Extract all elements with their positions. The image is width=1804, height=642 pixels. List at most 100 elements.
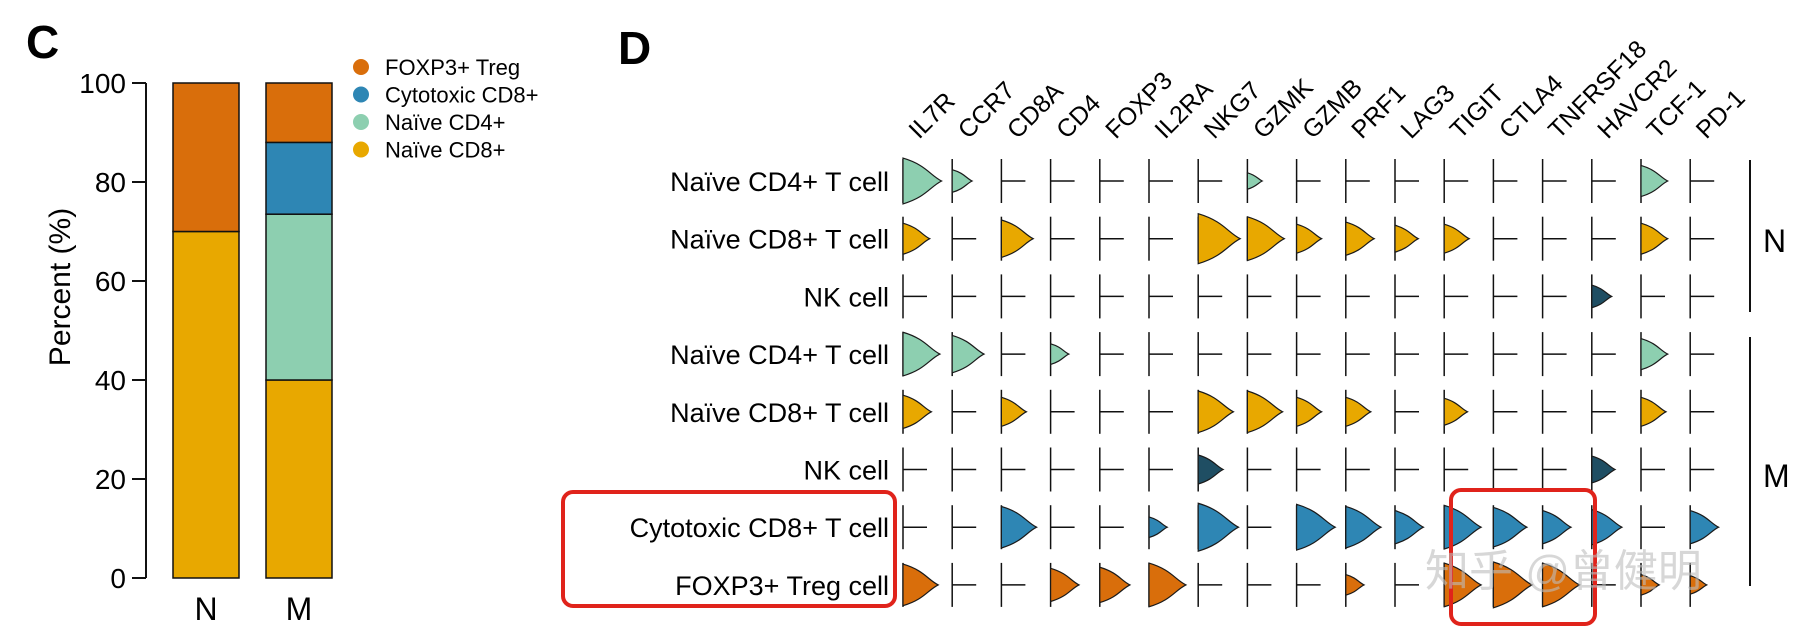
- violin-shape: [1296, 396, 1323, 428]
- watermark: 知乎 @曾健明: [1425, 547, 1702, 596]
- violin-shape: [902, 563, 940, 607]
- group-label: N: [1763, 223, 1786, 259]
- legend-label: Cytotoxic CD8+: [385, 83, 538, 108]
- legend-label: Naïve CD4+: [385, 110, 505, 135]
- violin-shape: [1148, 516, 1169, 539]
- violin-shape: [1640, 164, 1670, 198]
- violin-shape: [1000, 396, 1028, 428]
- cell-type-row: Naïve CD8+ T cell: [670, 389, 1715, 434]
- violin-shape: [1542, 562, 1581, 608]
- y-tick-label: 100: [79, 68, 126, 99]
- violin-shape: [1148, 562, 1188, 608]
- violin-shape: [1640, 573, 1661, 596]
- violin-shape: [1689, 509, 1720, 545]
- cell-type-row: Cytotoxic CD8+ T cell: [630, 502, 1720, 552]
- violin-shape: [1492, 561, 1534, 609]
- violin-shape: [1345, 573, 1366, 596]
- violin-shape: [1591, 455, 1617, 484]
- group-brackets: NM: [1749, 160, 1790, 586]
- violin-shape: [1246, 390, 1284, 434]
- highlight-box-genes: [1449, 488, 1597, 626]
- legend-marker: [353, 141, 369, 158]
- violin-shape: [1246, 172, 1264, 190]
- violin-shape: [1197, 502, 1240, 552]
- bar-group: [172, 82, 333, 579]
- violin-shape: [1443, 223, 1471, 254]
- y-tick-label: 60: [95, 266, 126, 297]
- bar-segment: [265, 379, 333, 579]
- y-tick-label: 20: [95, 464, 126, 495]
- cell-type-row: NK cell: [803, 274, 1715, 319]
- bar-segment: [265, 141, 333, 215]
- violin-shape: [1591, 508, 1624, 546]
- cell-type-row: Naïve CD4+ T cell: [670, 331, 1715, 377]
- violin-shape: [1640, 222, 1670, 256]
- violin-shape: [1394, 509, 1425, 545]
- cell-type-label: Cytotoxic CD8+ T cell: [630, 513, 889, 543]
- y-tick-label: 80: [95, 167, 126, 198]
- cell-type-label: NK cell: [803, 456, 889, 486]
- violin-shape: [902, 394, 933, 430]
- highlight-boxes: [561, 488, 1597, 626]
- violin-shape: [1640, 337, 1670, 371]
- gene-label: IL7R: [903, 87, 960, 144]
- cell-type-label: Naïve CD8+ T cell: [670, 398, 889, 428]
- cell-type-row: FOXP3+ Treg cell: [675, 561, 1709, 609]
- gene-labels: IL7RCCR7CD8ACD4FOXP3IL2RANKG7GZMKGZMBPRF…: [903, 35, 1750, 144]
- legend-marker: [353, 86, 369, 103]
- violin-shape: [1689, 574, 1709, 595]
- bar-segment: [265, 82, 333, 144]
- violin-shape: [1443, 504, 1483, 550]
- panel-label-c: C: [26, 16, 59, 68]
- cell-type-row: Naïve CD8+ T cell: [670, 212, 1715, 265]
- violin-shape: [902, 331, 942, 377]
- cell-type-label: Naïve CD4+ T cell: [670, 340, 889, 370]
- violin-shape: [902, 157, 943, 205]
- violin-shape: [1345, 396, 1373, 428]
- gene-label: TIGIT: [1445, 79, 1510, 144]
- cell-type-label: NK cell: [803, 282, 889, 312]
- violin-shape: [1099, 566, 1132, 604]
- cell-type-label: Naïve CD4+ T cell: [670, 167, 889, 197]
- violin-shape: [1345, 505, 1383, 549]
- violin-shape: [1197, 212, 1242, 265]
- violin-shape: [1296, 503, 1337, 551]
- bar-segment: [172, 82, 240, 233]
- violin-shape: [1246, 216, 1286, 262]
- legend-label: FOXP3+ Treg: [385, 55, 520, 80]
- cell-type-label: Naïve CD8+ T cell: [670, 225, 889, 255]
- violin-shape: [1050, 343, 1071, 366]
- violin-shape: [1443, 397, 1469, 427]
- violin-shape: [1197, 454, 1225, 485]
- cell-type-label: FOXP3+ Treg cell: [675, 571, 889, 601]
- violin-shape: [1394, 224, 1420, 253]
- bar-segment: [265, 213, 333, 381]
- violin-shape: [1296, 223, 1323, 254]
- violin-shape: [1492, 506, 1529, 548]
- y-axis: 0 20 40 60 80 100: [79, 68, 147, 594]
- panel-label-d: D: [618, 22, 651, 74]
- legend-marker: [353, 114, 369, 130]
- y-axis-label: Percent (%): [44, 208, 77, 366]
- violin-shape: [1000, 505, 1038, 549]
- violin-shape: [1591, 284, 1614, 309]
- legend-label: Naïve CD8+: [385, 138, 505, 163]
- gene-label: LAG3: [1395, 79, 1460, 144]
- violin-shape: [951, 334, 986, 374]
- x-tick-label: N: [194, 591, 217, 627]
- x-tick-label: M: [286, 591, 313, 627]
- violin-shape: [1197, 390, 1235, 434]
- y-tick-label: 40: [95, 365, 126, 396]
- y-tick-label: 0: [110, 563, 126, 594]
- cell-type-row: Naïve CD4+ T cell: [670, 157, 1715, 205]
- violin-shape: [1000, 219, 1035, 259]
- violin-shape: [1050, 567, 1081, 603]
- highlight-box-cell-types: [561, 490, 897, 608]
- legend-marker: [353, 59, 369, 75]
- group-label: M: [1763, 458, 1790, 494]
